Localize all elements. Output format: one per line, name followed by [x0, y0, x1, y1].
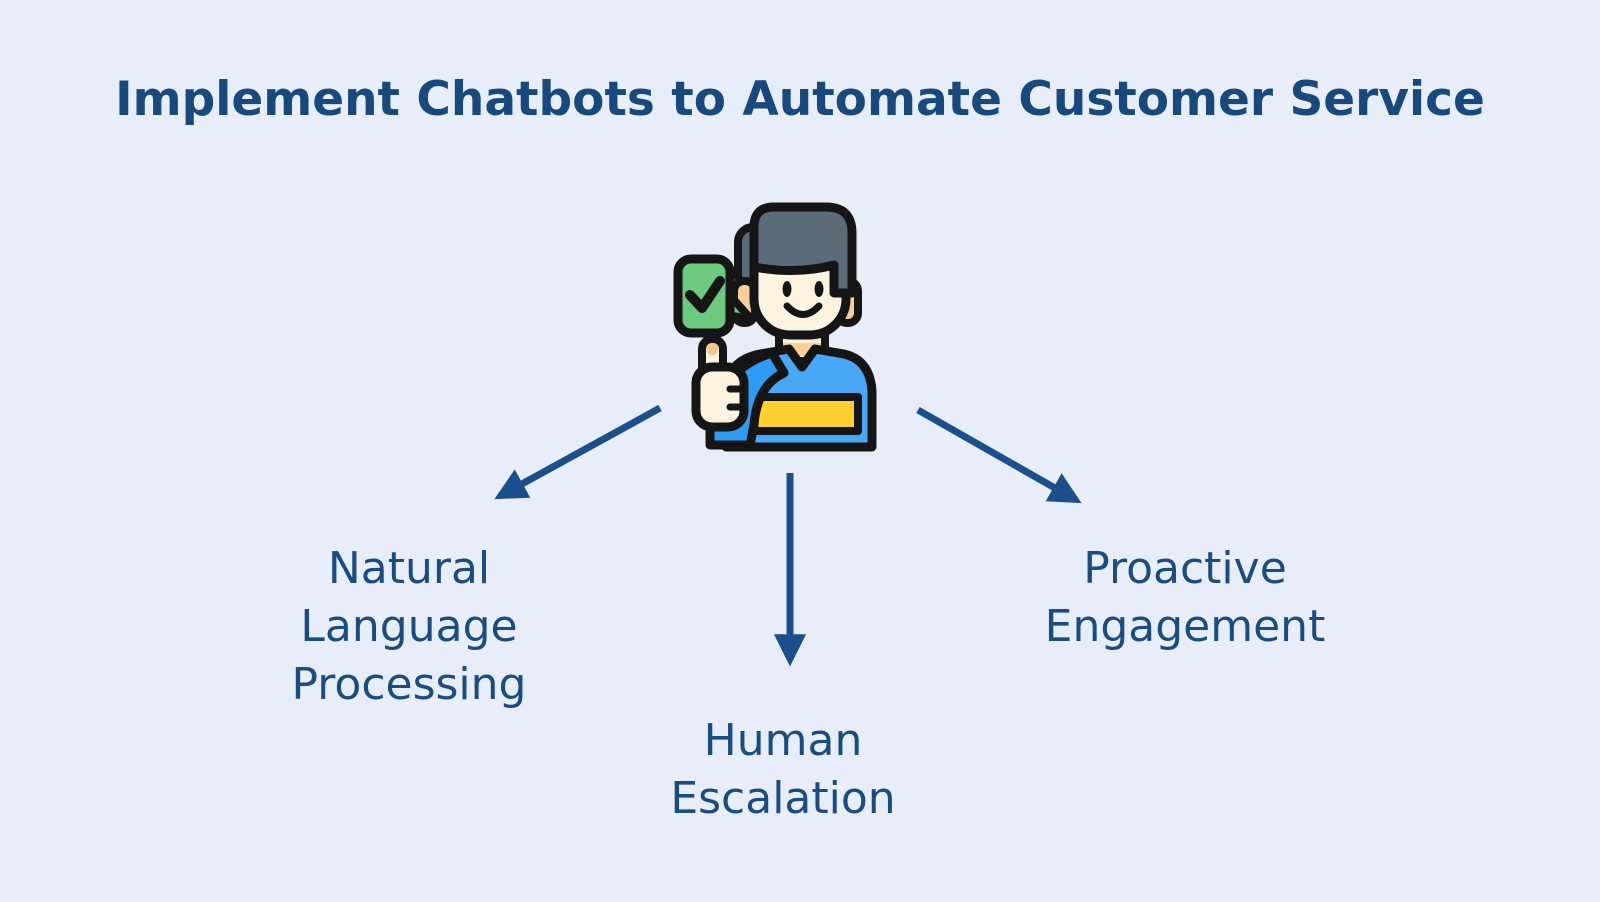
hair-fringe: [749, 202, 857, 298]
branch-label-natural-language-processing: Natural Language Processing: [291, 543, 527, 710]
left-eye: [782, 281, 792, 297]
smile: [783, 302, 823, 318]
shirt-stripe: [740, 393, 862, 435]
checkmark-icon: [685, 276, 725, 313]
agent-illustration: [673, 202, 877, 452]
customer-support-agent-icon: [656, 193, 884, 455]
page-title: Implement Chatbots to Automate Customer …: [115, 72, 1485, 127]
branch-label-human-escalation: Human Escalation: [670, 715, 896, 824]
finger-creases: [726, 385, 748, 411]
arrow-to-natural-language-processing: [494, 404, 662, 500]
right-eye: [814, 281, 824, 297]
thumb-tip-shade: [707, 343, 718, 355]
arrow-to-proactive-engagement: [916, 406, 1082, 504]
fist: [691, 362, 749, 432]
branch-label-proactive-engagement: Proactive Engagement: [1044, 543, 1326, 652]
